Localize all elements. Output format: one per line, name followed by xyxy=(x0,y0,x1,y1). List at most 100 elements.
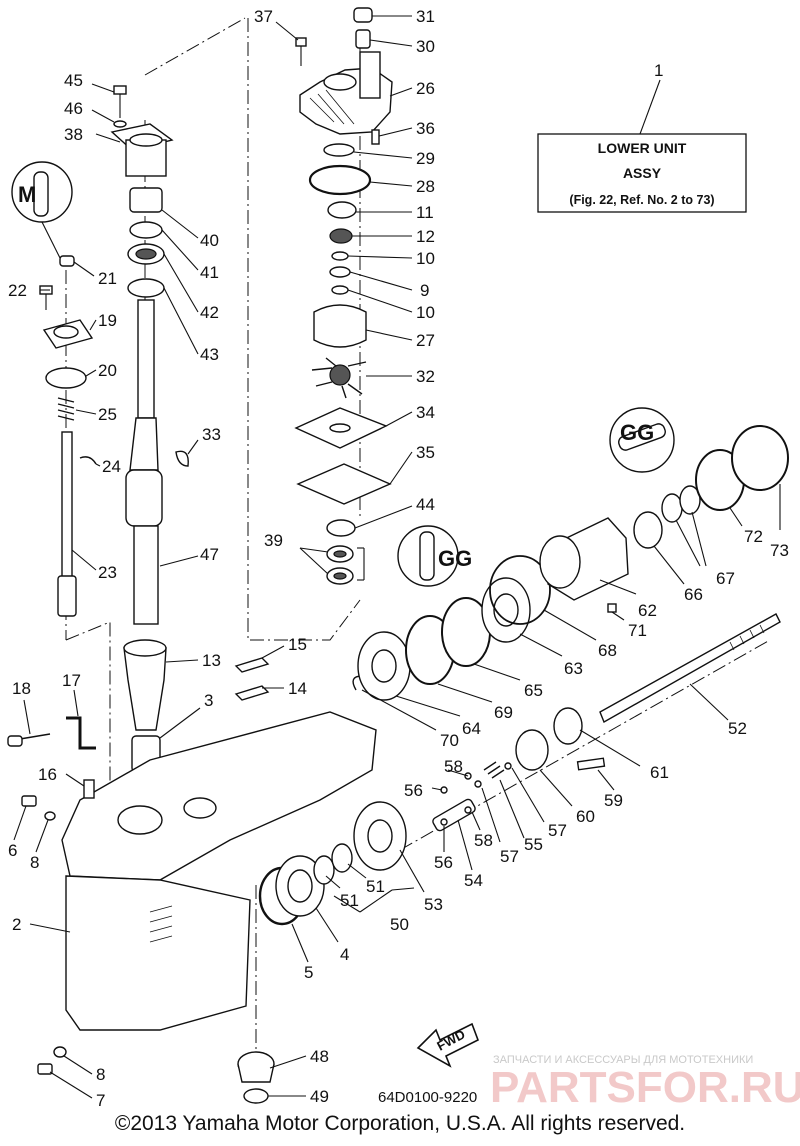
label-33: 33 xyxy=(202,425,221,444)
part-51-roller-2 xyxy=(331,843,353,873)
grease-icon-1: GG xyxy=(397,525,472,587)
label-2: 2 xyxy=(12,915,21,934)
part-41-washer xyxy=(129,221,163,239)
label-7: 7 xyxy=(96,1091,105,1110)
label-32: 32 xyxy=(416,367,435,386)
part-73-ring-nut xyxy=(731,425,789,491)
label-58-lower: 58 xyxy=(474,831,493,850)
sealant-icon-text: M xyxy=(18,182,36,207)
label-39: 39 xyxy=(264,531,283,550)
part-47-drive-shaft-lower xyxy=(133,525,159,625)
label-17: 17 xyxy=(62,671,81,690)
label-42: 42 xyxy=(200,303,219,322)
part-61-spring xyxy=(553,707,583,745)
part-21-bushing xyxy=(59,255,75,267)
part-33-woodruff-key xyxy=(175,450,189,467)
label-60: 60 xyxy=(576,807,595,826)
label-18: 18 xyxy=(12,679,31,698)
pinion-group xyxy=(237,1051,275,1104)
label-57-upper: 57 xyxy=(548,821,567,840)
part-67-oil-seal-1 xyxy=(661,493,683,523)
label-36: 36 xyxy=(416,119,435,138)
part-8-gasket-lower xyxy=(53,1046,67,1058)
part-34-center-hole xyxy=(329,423,351,433)
part-47-drive-shaft-upper xyxy=(137,299,155,419)
part-35-gasket xyxy=(296,463,392,505)
part-18-clip xyxy=(7,735,23,747)
label-31: 31 xyxy=(416,7,435,26)
part-63-bearing-bore xyxy=(493,593,519,627)
label-72: 72 xyxy=(744,527,763,546)
part-38-housing-bore xyxy=(129,133,163,147)
part-14-shim xyxy=(234,685,270,701)
label-53: 53 xyxy=(424,895,443,914)
label-3: 3 xyxy=(204,691,213,710)
part-37-bolt xyxy=(295,37,307,66)
label-20: 20 xyxy=(98,361,117,380)
assembly-box xyxy=(537,133,747,213)
watermark-brand: PARTSFOR.RU xyxy=(490,1063,800,1112)
label-19: 19 xyxy=(98,311,117,330)
label-38: 38 xyxy=(64,125,83,144)
part-2-case-bore-2 xyxy=(183,797,217,819)
sealant-icon: M xyxy=(11,161,73,223)
label-15: 15 xyxy=(288,635,307,654)
label-13: 13 xyxy=(202,651,221,670)
part-13-sleeve xyxy=(123,647,167,731)
part-2-case-deck xyxy=(61,711,377,881)
label-62: 62 xyxy=(638,601,657,620)
leader-lines xyxy=(13,15,781,1099)
label-30: 30 xyxy=(416,37,435,56)
label-49: 49 xyxy=(310,1087,329,1106)
label-40: 40 xyxy=(200,231,219,250)
part-71-key xyxy=(607,603,617,613)
label-26: 26 xyxy=(416,79,435,98)
label-25: 25 xyxy=(98,405,117,424)
part-64-reverse-gear-hub xyxy=(371,649,397,683)
label-57-lower: 57 xyxy=(500,847,519,866)
part-26-water-tube-neck xyxy=(359,51,381,99)
part-28-o-ring-large xyxy=(308,164,372,196)
label-56-upper: 56 xyxy=(404,781,423,800)
label-65: 65 xyxy=(524,681,543,700)
label-23: 23 xyxy=(98,563,117,582)
label-51-left: 51 xyxy=(340,891,359,910)
drive-shaft-group xyxy=(110,85,270,773)
part-29-o-ring xyxy=(323,143,355,157)
part-27-cartridge xyxy=(313,304,367,348)
grease-icon-2: GG xyxy=(609,407,675,473)
label-64: 64 xyxy=(462,719,481,738)
label-10-upper: 10 xyxy=(416,249,435,268)
label-61: 61 xyxy=(650,763,669,782)
assembly-line3: (Fig. 22, Ref. No. 2 to 73) xyxy=(569,193,714,207)
watermark-subtitle: ЗАПЧАСТИ И АКСЕССУАРЫ ДЛЯ МОТОТЕХНИКИ xyxy=(493,1054,753,1066)
label-12: 12 xyxy=(416,227,435,246)
part-46-washer xyxy=(113,120,127,128)
part-24-clip xyxy=(79,456,97,465)
label-ref-1: 1 xyxy=(654,61,663,80)
part-7-plug xyxy=(37,1063,53,1075)
part-68-o-ring xyxy=(489,555,551,625)
part-32-impeller xyxy=(311,357,367,399)
part-4-bearing-bore xyxy=(287,869,313,903)
part-11-seal xyxy=(327,201,357,219)
label-73: 73 xyxy=(770,541,789,560)
part-56-pin-lower xyxy=(440,818,448,826)
label-29: 29 xyxy=(416,149,435,168)
label-71: 71 xyxy=(628,621,647,640)
label-10-lower: 10 xyxy=(416,303,435,322)
part-55-spring xyxy=(483,761,505,779)
part-9-washer xyxy=(329,266,351,278)
label-70: 70 xyxy=(440,731,459,750)
part-23-shift-rod xyxy=(61,431,73,581)
grease-icon-2-text: GG xyxy=(620,420,654,445)
part-8-gasket-upper xyxy=(44,811,56,821)
part-43-o-ring xyxy=(127,278,165,298)
part-67-oil-seal-2 xyxy=(679,485,701,515)
part-53-forward-gear-hub xyxy=(367,819,393,853)
grease-icon-1-text: GG xyxy=(438,546,472,571)
part-60-dog-clutch xyxy=(515,729,549,771)
label-34: 34 xyxy=(416,403,435,422)
label-45: 45 xyxy=(64,71,83,90)
label-9: 9 xyxy=(420,281,429,300)
